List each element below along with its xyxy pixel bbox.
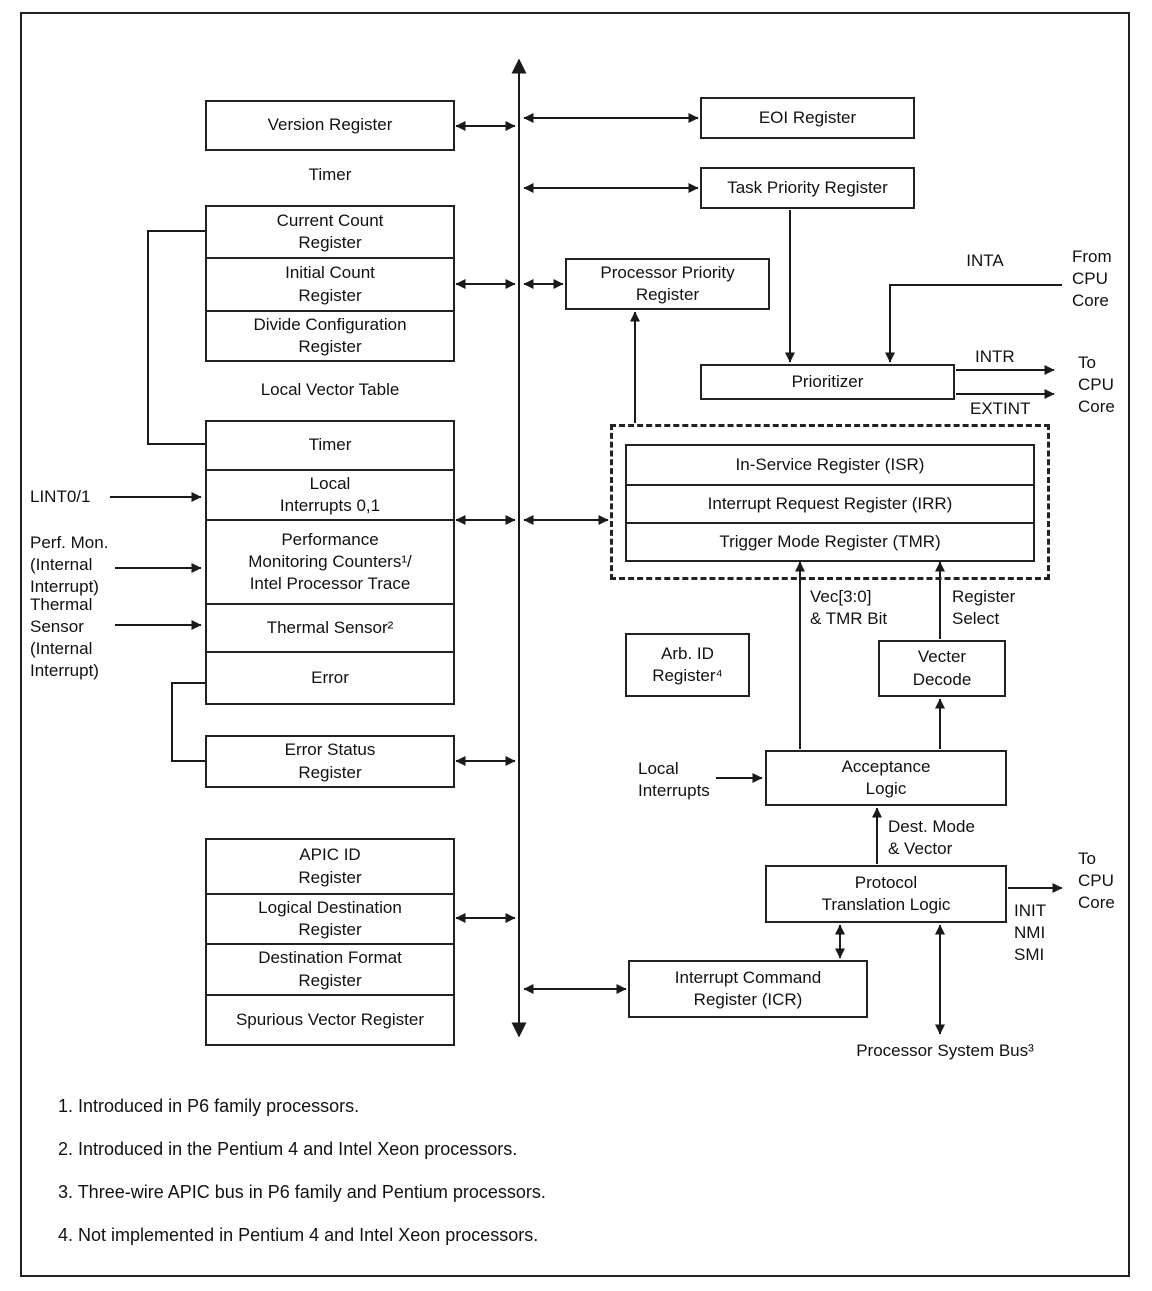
footnote-4: 4. Not implemented in Pentium 4 and Inte… [58,1225,539,1245]
logical-destination-register-box: Logical Destination Register [207,893,453,943]
register-select-label: Register Select [952,587,1016,629]
trigger-mode-register-box: Trigger Mode Register (TMR) [627,522,1033,560]
extint-label: EXTINT [970,399,1031,418]
id-register-group: APIC ID Register Logical Destination Reg… [205,838,455,1046]
footnote-2: 2. Introduced in the Pentium 4 and Intel… [58,1139,518,1159]
in-service-register-box: In-Service Register (ISR) [735,454,925,474]
destination-format-register-box: Destination Format Register [207,943,453,994]
inta-label: INTA [966,251,1004,270]
spurious-vector-register-box: Spurious Vector Register [207,994,453,1044]
protocol-translation-logic-box: Protocol Translation Logic [765,865,1007,923]
arb-id-register-box: Arb. ID Register⁴ [625,633,750,697]
init-nmi-smi-label: INIT NMI SMI [1014,901,1047,965]
version-register-box: Version Register [205,100,455,151]
timer-register-group: Current Count Register Initial Count Reg… [205,205,455,362]
lvt-local-interrupts-box: Local Interrupts 0,1 [207,469,453,519]
isr-irr-tmr-group: In-Service Register (ISR) Interrupt Requ… [625,444,1035,562]
interrupt-command-register-box: Interrupt Command Register (ICR) [628,960,868,1018]
local-interrupts-label: Local Interrupts [638,759,710,801]
intr-label: INTR [975,347,1015,366]
to-cpu-core-top-label: To CPU Core [1078,353,1115,417]
processor-system-bus-label: Processor System Bus³ [856,1041,1034,1060]
divide-configuration-register-box: Divide Configuration Register [207,310,453,360]
isr-irr-tmr-dashed-container [610,424,1050,580]
timer-group-heading: Timer [308,165,352,184]
prioritizer-box: Prioritizer [700,364,955,400]
apic-id-register-box: APIC ID Register [298,845,362,887]
perf-mon-input-label: Perf. Mon. (Internal Interrupt) [30,533,109,597]
diagram-border [20,12,1130,1277]
current-count-register-box: Current Count Register [276,210,384,252]
footnote-1: 1. Introduced in P6 family processors. [58,1096,360,1116]
lvt-error-box: Error [207,651,453,703]
acceptance-logic-box: Acceptance Logic [765,750,1007,806]
vec-tmr-bit-label: Vec[3:0] & TMR Bit [810,587,888,629]
local-vector-table-group: Timer Local Interrupts 0,1 Performance M… [205,420,455,705]
lvt-timer-box: Timer [308,435,352,455]
processor-priority-register-box: Processor Priority Register [565,258,770,310]
lint-input-label: LINT0/1 [30,487,91,506]
eoi-register-box: EOI Register [700,97,915,139]
initial-count-register-box: Initial Count Register [207,257,453,310]
task-priority-register-box: Task Priority Register [700,167,915,209]
lvt-performance-counters-box: Performance Monitoring Counters¹/ Intel … [207,519,453,603]
error-status-register-box: Error Status Register [205,735,455,788]
interrupt-request-register-box: Interrupt Request Register (IRR) [627,484,1033,522]
vector-decode-box: Vecter Decode [878,640,1006,697]
from-cpu-core-label: From CPU Core [1072,247,1112,311]
dest-mode-vector-label: Dest. Mode & Vector [888,817,975,859]
to-cpu-core-bottom-label: To CPU Core [1078,849,1115,913]
lvt-thermal-sensor-box: Thermal Sensor² [207,603,453,651]
thermal-sensor-input-label: Thermal Sensor (Internal Interrupt) [30,595,99,681]
local-vector-table-heading: Local Vector Table [260,380,400,399]
footnote-3: 3. Three-wire APIC bus in P6 family and … [58,1182,546,1202]
